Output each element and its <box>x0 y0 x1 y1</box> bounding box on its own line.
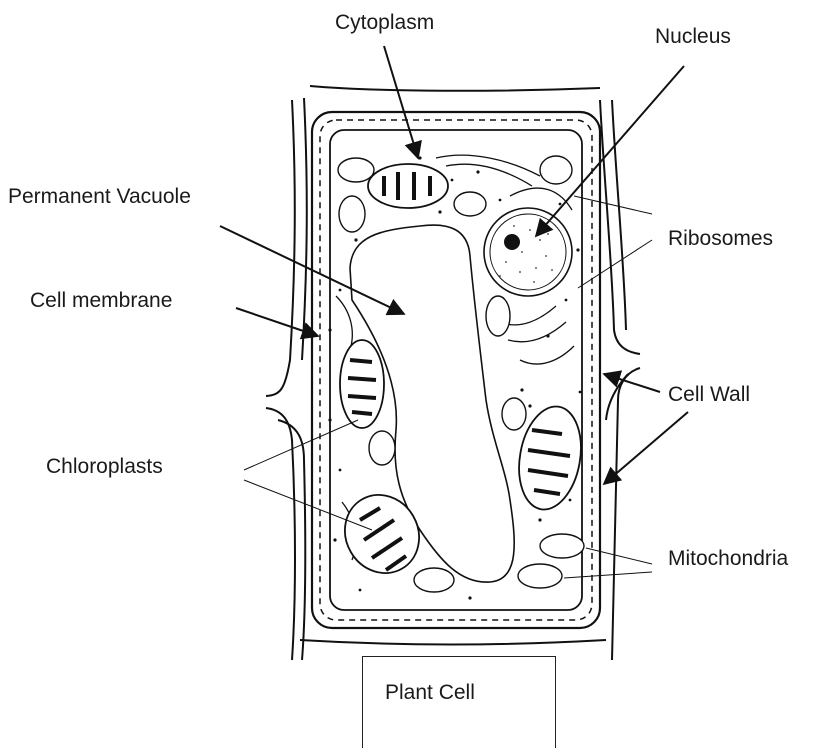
line-mito-2 <box>564 572 652 578</box>
mitochondrion <box>369 431 395 465</box>
line-chloro-1 <box>244 420 358 470</box>
chloroplast <box>368 164 448 208</box>
label-cell-wall: Cell Wall <box>668 384 750 405</box>
mitochondrion <box>486 296 510 336</box>
label-permanent-vacuole: Permanent Vacuole <box>8 186 191 207</box>
mitochondrion <box>502 398 526 430</box>
label-cell-membrane: Cell membrane <box>30 290 172 311</box>
line-ribosomes-2 <box>578 240 652 288</box>
mitochondrion <box>518 564 562 588</box>
mitochondrion <box>339 196 365 232</box>
diagram-title: Plant Cell <box>385 681 475 705</box>
mitochondrion <box>414 568 454 592</box>
mitochondrion <box>338 158 374 182</box>
mitochondrion <box>454 192 486 216</box>
arrow-nucleus <box>536 66 684 236</box>
line-ribosomes-1 <box>574 196 652 214</box>
nucleus <box>484 208 572 296</box>
mitochondrion <box>540 534 584 558</box>
arrow-wall-upper <box>604 374 660 392</box>
line-chloro-2 <box>244 480 372 530</box>
label-ribosomes: Ribosomes <box>668 228 773 249</box>
label-mitochondria: Mitochondria <box>668 548 788 569</box>
label-chloroplasts: Chloroplasts <box>46 456 163 477</box>
arrow-membrane <box>236 308 318 336</box>
line-mito-1 <box>586 548 652 564</box>
label-cytoplasm: Cytoplasm <box>335 12 434 33</box>
arrow-cytoplasm <box>384 46 418 158</box>
label-nucleus: Nucleus <box>655 26 731 47</box>
mitochondrion <box>540 156 572 184</box>
title-box: Plant Cell <box>362 656 556 748</box>
